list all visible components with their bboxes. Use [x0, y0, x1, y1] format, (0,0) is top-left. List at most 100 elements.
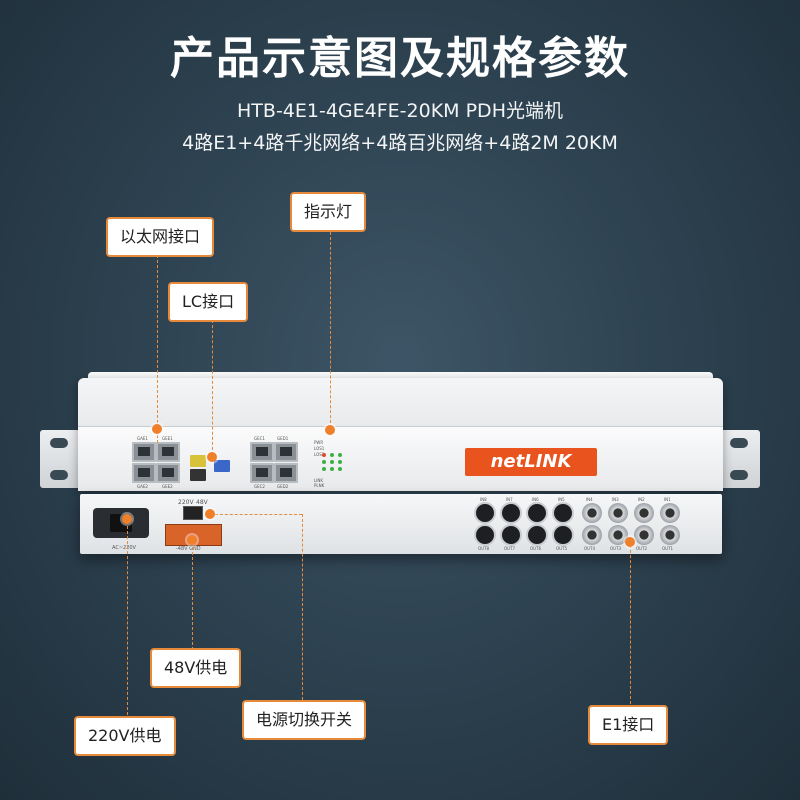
e1-out-label: OUT5 — [556, 546, 568, 551]
led-indicator — [322, 467, 326, 471]
e1-bnc-port[interactable] — [660, 503, 680, 523]
led-indicator — [338, 467, 342, 471]
front-panel — [78, 426, 723, 491]
dc-label: -48V GND — [176, 546, 201, 552]
e1-in-label: IN6 — [532, 497, 539, 502]
leader-line — [127, 521, 128, 715]
led-indicator — [338, 453, 342, 457]
led-label: LOS1 — [314, 446, 325, 451]
e1-bnc-port[interactable] — [660, 525, 680, 545]
led-indicator — [322, 453, 326, 457]
brand-name: netLINK — [490, 451, 572, 472]
e1-in-label: IN1 — [664, 497, 671, 502]
marker-dot — [187, 535, 197, 545]
rj45-port[interactable] — [132, 442, 156, 462]
rj45-port[interactable] — [156, 463, 180, 483]
e1-bnc-port[interactable] — [608, 503, 628, 523]
leader-line — [330, 232, 331, 428]
led-label: LOS2 — [314, 452, 325, 457]
model-line: HTB-4E1-4GE4FE-20KM PDH光端机 — [237, 100, 563, 122]
port-label: GEC1 — [254, 436, 265, 441]
marker-dot — [122, 514, 132, 524]
switch-label-48: 48V — [196, 499, 208, 506]
e1-out-label: OUT1 — [662, 546, 674, 551]
e1-bnc-port[interactable] — [608, 525, 628, 545]
e1-port[interactable] — [526, 524, 548, 546]
e1-bnc-port[interactable] — [582, 503, 602, 523]
e1-out-label: OUT6 — [530, 546, 542, 551]
led-label: PWR — [314, 440, 324, 445]
e1-in-label: IN7 — [506, 497, 513, 502]
marker-dot — [625, 537, 635, 547]
ac-label: AC~220V — [112, 545, 136, 551]
rj45-port[interactable] — [250, 442, 274, 462]
lc-port[interactable] — [190, 469, 206, 481]
callout-indicator: 指示灯 — [290, 192, 367, 232]
rj45-port[interactable] — [156, 442, 180, 462]
callout-power-48v: 48V供电 — [150, 648, 242, 688]
e1-port[interactable] — [552, 524, 574, 546]
e1-out-label: OUT3 — [610, 546, 622, 551]
e1-port[interactable] — [500, 524, 522, 546]
e1-bnc-port[interactable] — [634, 503, 654, 523]
e1-out-label: OUT7 — [504, 546, 516, 551]
led-indicator — [330, 453, 334, 457]
callout-e1: E1接口 — [588, 705, 669, 745]
leader-line — [630, 545, 631, 704]
leader-line — [302, 514, 303, 700]
rj45-port[interactable] — [274, 442, 298, 462]
lc-port[interactable] — [214, 460, 230, 472]
callout-ethernet: 以太网接口 — [106, 217, 215, 257]
led-indicator — [330, 460, 334, 464]
e1-out-label: OUT4 — [584, 546, 596, 551]
callout-lc: LC接口 — [168, 282, 249, 322]
switch-label-220: 220V — [178, 499, 194, 506]
leader-line — [210, 514, 302, 515]
e1-in-label: IN3 — [612, 497, 619, 502]
e1-port[interactable] — [474, 502, 496, 524]
e1-port[interactable] — [552, 502, 574, 524]
left-rack-ear — [40, 430, 80, 488]
rj45-port[interactable] — [250, 463, 274, 483]
led-label: PLNK — [314, 483, 325, 488]
e1-out-label: OUT8 — [478, 546, 490, 551]
marker-dot — [207, 452, 217, 462]
power-switch[interactable] — [183, 506, 203, 520]
port-label: GEE2 — [162, 484, 173, 489]
callout-power-220v: 220V供电 — [74, 716, 176, 756]
callout-power-switch: 电源切换开关 — [242, 700, 367, 740]
marker-dot — [205, 509, 215, 519]
led-indicator — [330, 467, 334, 471]
port-label: GED2 — [277, 484, 289, 489]
spec-line: 4路E1+4路千兆网络+4路百兆网络+4路2M 20KM — [182, 132, 618, 154]
port-label: GEC2 — [254, 484, 265, 489]
page-title: 产品示意图及规格参数 — [170, 33, 630, 84]
e1-port[interactable] — [474, 524, 496, 546]
e1-bnc-port[interactable] — [582, 525, 602, 545]
rj45-port[interactable] — [132, 463, 156, 483]
port-label: GEE1 — [162, 436, 173, 441]
right-rack-ear — [720, 430, 760, 488]
leader-line — [157, 255, 158, 443]
e1-in-label: IN5 — [558, 497, 565, 502]
led-indicator — [322, 460, 326, 464]
e1-port[interactable] — [526, 502, 548, 524]
port-label: GAE1 — [137, 436, 148, 441]
brand-logo: netLINK — [465, 448, 597, 476]
e1-in-label: IN2 — [638, 497, 645, 502]
port-label: GED1 — [277, 436, 289, 441]
e1-in-label: IN4 — [586, 497, 593, 502]
led-indicator — [338, 460, 342, 464]
lc-port[interactable] — [190, 455, 206, 467]
port-label: GAE2 — [137, 484, 148, 489]
leader-line — [192, 542, 193, 650]
marker-dot — [152, 424, 162, 434]
e1-port[interactable] — [500, 502, 522, 524]
rj45-port[interactable] — [274, 463, 298, 483]
e1-in-label: IN8 — [480, 497, 487, 502]
ac-power-socket[interactable] — [93, 508, 149, 538]
leader-line — [212, 320, 213, 455]
e1-out-label: OUT2 — [636, 546, 648, 551]
marker-dot — [325, 425, 335, 435]
e1-bnc-port[interactable] — [634, 525, 654, 545]
